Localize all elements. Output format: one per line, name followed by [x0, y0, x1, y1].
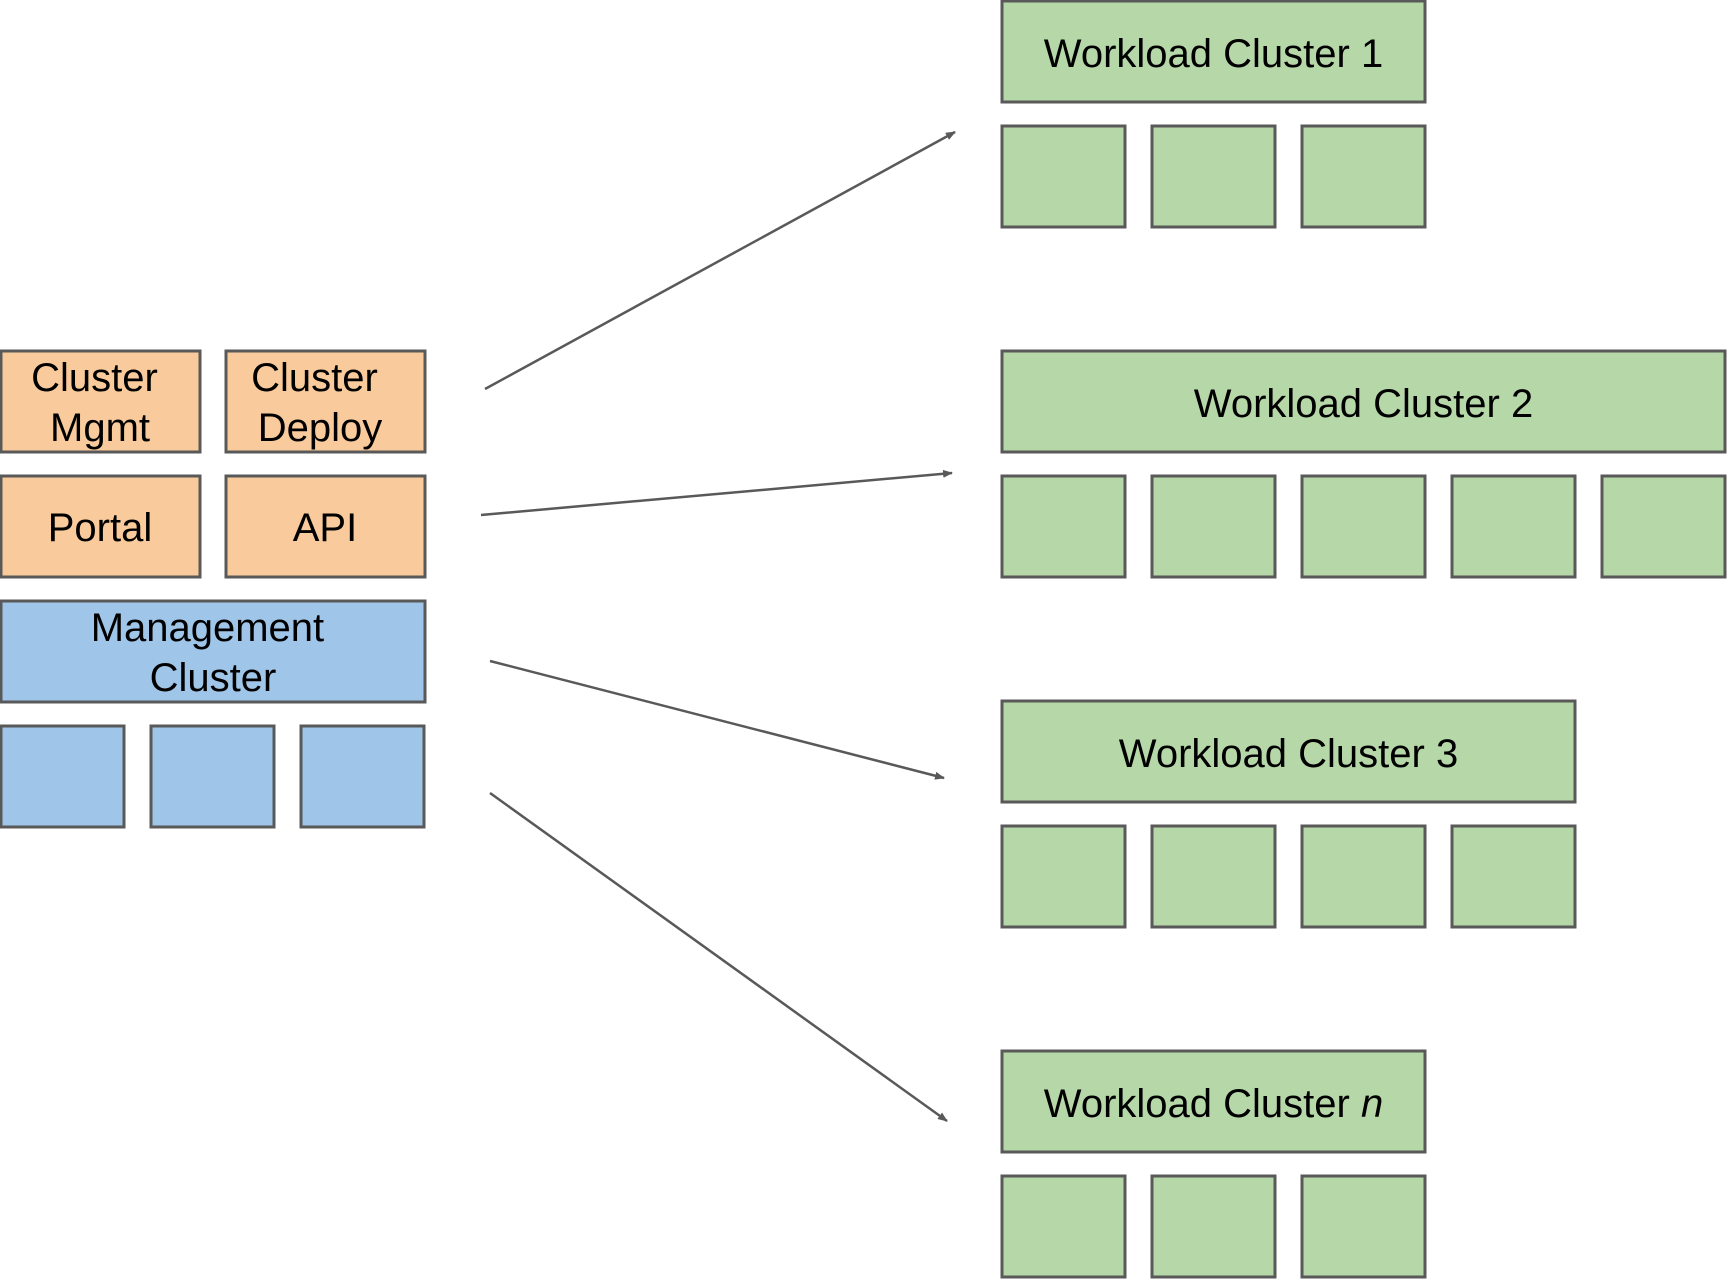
- management-node: [0, 724, 126, 829]
- workload-cluster-header: [1000, 0, 1427, 104]
- management-nodes: [0, 724, 426, 829]
- cluster-mgmt-label-line2: Mgmt: [50, 406, 150, 450]
- workload-cluster-label-variable: n: [1361, 1082, 1383, 1126]
- cluster-deploy-box: [224, 349, 427, 454]
- workload-cluster-2: Workload Cluster 2: [1000, 349, 1727, 579]
- workload-node: [1150, 124, 1277, 229]
- svg-text:Management Cluster: Management Cluster: [91, 606, 336, 700]
- workload-cluster-label-prefix: Workload Cluster: [1044, 1082, 1361, 1126]
- workload-cluster-label: Workload Cluster 2: [1194, 382, 1533, 426]
- svg-text:Cluster Deploy: Cluster Deploy: [251, 356, 389, 450]
- api-label: API: [293, 506, 357, 550]
- arrows: [480, 130, 956, 1123]
- workload-node: [1300, 1174, 1427, 1279]
- cluster-deploy-label-line2: Deploy: [258, 406, 383, 450]
- arrow-to-workload-2: [480, 469, 953, 517]
- arrow-to-workload-3: [489, 659, 945, 780]
- management-node: [149, 724, 276, 829]
- workload-node: [1150, 824, 1277, 929]
- api-box: [224, 474, 427, 579]
- management-cluster: Management Cluster: [0, 599, 427, 829]
- arrow-to-workload-n: [489, 791, 948, 1123]
- workload-cluster-label: Workload Cluster n: [1044, 1082, 1383, 1126]
- workload-clusters: Workload Cluster 1 Workload Cluster 2 Work…: [1000, 0, 1727, 1279]
- workload-cluster-label: Workload Cluster 3: [1119, 732, 1458, 776]
- cluster-deploy-label-line1: Cluster: [251, 356, 378, 400]
- workload-cluster-label: Workload Cluster 1: [1044, 32, 1383, 76]
- workload-node: [1000, 474, 1127, 579]
- management-node: [299, 724, 426, 829]
- workload-node: [1450, 824, 1577, 929]
- management-cluster-box: [0, 599, 427, 704]
- management-cluster-label-line1: Management: [91, 606, 324, 650]
- workload-cluster-1: Workload Cluster 1: [1000, 0, 1427, 229]
- workload-node: [1450, 474, 1577, 579]
- cluster-mgmt-label-line1: Cluster: [31, 356, 158, 400]
- workload-node: [1000, 1174, 1127, 1279]
- workload-node: [1300, 824, 1427, 929]
- workload-cluster-header: [1000, 699, 1577, 804]
- workload-node: [1150, 1174, 1277, 1279]
- portal-label: Portal: [48, 506, 153, 550]
- cluster-mgmt-box: [0, 349, 202, 454]
- workload-cluster-header: [1000, 1049, 1427, 1154]
- workload-node: [1300, 124, 1427, 229]
- management-cluster-label-line2: Cluster: [150, 656, 277, 700]
- portal-box: [0, 474, 202, 579]
- workload-node: [1300, 474, 1427, 579]
- workload-cluster-header: [1000, 349, 1727, 454]
- workload-cluster-3: Workload Cluster 3: [1000, 699, 1577, 929]
- management-components: Cluster Mgmt Cluster Deploy Portal API: [0, 349, 427, 579]
- workload-node: [1000, 824, 1127, 929]
- workload-node: [1000, 124, 1127, 229]
- arrow-to-workload-1: [484, 130, 956, 391]
- workload-node: [1600, 474, 1727, 579]
- svg-text:Cluster Mgmt: Cluster Mgmt: [31, 356, 169, 450]
- workload-cluster-4: Workload Cluster n: [1000, 1049, 1427, 1279]
- workload-node: [1150, 474, 1277, 579]
